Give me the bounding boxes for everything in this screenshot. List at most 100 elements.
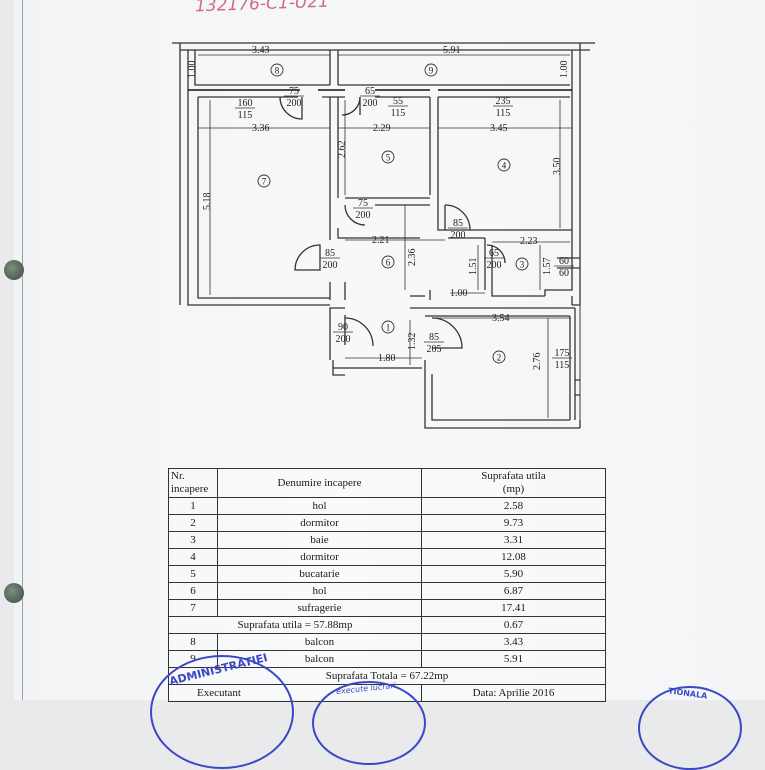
dim-room1-height: 1.32: [407, 333, 418, 351]
room-marker-number: 7: [262, 177, 267, 187]
balcony-area: 3.43: [421, 633, 606, 651]
opening-width: 60: [559, 256, 569, 267]
opening-width: 75: [289, 86, 299, 97]
room-marker-circle: [497, 158, 511, 172]
useful-extra: 0.67: [421, 616, 606, 634]
room-name: sufragerie: [217, 599, 422, 617]
dim-room6-width: 2.21: [372, 235, 390, 246]
room-marker-number: 3: [520, 260, 525, 270]
opening-width: 55: [393, 96, 403, 107]
opening-width: 160: [238, 98, 253, 109]
opening-height: 115: [555, 360, 570, 371]
room-area: 5.90: [421, 565, 606, 583]
punch-hole-bottom: [4, 583, 24, 603]
useful-total: Suprafata utila = 57.88mp: [168, 616, 422, 634]
balcony-nr: 8: [168, 633, 218, 651]
stamp-middle: [312, 681, 426, 765]
room-marker-number: 4: [502, 161, 507, 171]
room-marker-number: 2: [497, 353, 502, 363]
room-name: dormitor: [217, 548, 422, 566]
punch-hole-top: [4, 260, 24, 280]
opening-width: 75: [358, 198, 368, 209]
floor-plan: 3.43 5.91 1.00 1.00 3.36 5.18 2.29 2.62 …: [172, 42, 595, 429]
room-marker-circle: [381, 320, 395, 334]
room-nr: 7: [168, 599, 218, 617]
dim-room3-bottom: 1.00: [450, 288, 468, 299]
header-area: Suprafata utila(mp): [421, 468, 606, 498]
date-cell: Data: Aprilie 2016: [421, 684, 606, 702]
header-name: Denumire incapere: [217, 468, 422, 498]
room-name: dormitor: [217, 514, 422, 532]
room-area: 9.73: [421, 514, 606, 532]
room-area: 6.87: [421, 582, 606, 600]
room-name: hol: [217, 497, 422, 515]
opening-width: 90: [338, 322, 348, 333]
dim-room3-width: 2.23: [520, 236, 538, 247]
opening-height: 115: [496, 108, 511, 119]
header-nr: Nr.incapere: [168, 468, 218, 498]
room-marker-number: 6: [386, 258, 391, 268]
opening-width: 235: [496, 96, 511, 107]
margin-line: [22, 0, 23, 700]
room-marker-circle: [515, 257, 529, 271]
opening-width: 175: [555, 348, 570, 359]
opening-height: 200: [451, 230, 466, 241]
opening-height: 200: [487, 260, 502, 271]
opening-width: 85: [325, 248, 335, 259]
opening-height: 200: [287, 98, 302, 109]
dim-room7-height: 5.18: [202, 193, 213, 211]
opening-height: 205: [427, 344, 442, 355]
dim-room2-height: 2.76: [532, 353, 543, 371]
room-area-table: Nr.incapere Denumire incapere Suprafata …: [168, 468, 606, 702]
room-area: 2.58: [421, 497, 606, 515]
dim-room7-width: 3.36: [252, 123, 270, 134]
opening-height: 200: [363, 98, 378, 109]
room-marker-circle: [381, 255, 395, 269]
dim-balcony8-depth: 1.00: [187, 61, 198, 79]
dim-room5-width: 2.29: [373, 123, 391, 134]
room-marker-number: 9: [429, 66, 434, 76]
room-name: baie: [217, 531, 422, 549]
opening-width: 85: [453, 218, 463, 229]
room-marker-circle: [270, 63, 284, 77]
opening-width: 65: [365, 86, 375, 97]
room-marker-circle: [492, 350, 506, 364]
room-marker-circle: [424, 63, 438, 77]
dim-room2-width: 3.54: [492, 313, 510, 324]
dim-room4-width: 3.45: [490, 123, 508, 134]
dim-balcony9-width: 5.91: [443, 45, 461, 56]
balcony-area: 5.91: [421, 650, 606, 668]
room-nr: 4: [168, 548, 218, 566]
opening-height: 200: [323, 260, 338, 271]
opening-width: 65: [489, 248, 499, 259]
opening-height: 200: [336, 334, 351, 345]
opening-height: 115: [391, 108, 406, 119]
room-nr: 1: [168, 497, 218, 515]
balcony-name: balcon: [217, 633, 422, 651]
dim-room3-height-b: 1.57: [542, 258, 553, 276]
dim-balcony8-width: 3.43: [252, 45, 270, 56]
room-marker-circle: [381, 150, 395, 164]
room-nr: 3: [168, 531, 218, 549]
dim-room5-height: 2.62: [337, 141, 348, 159]
room-name: bucatarie: [217, 565, 422, 583]
room-area: 3.31: [421, 531, 606, 549]
room-nr: 6: [168, 582, 218, 600]
room-nr: 5: [168, 565, 218, 583]
room-marker-circle: [257, 174, 271, 188]
room-name: hol: [217, 582, 422, 600]
dim-room3-height-a: 1.51: [468, 258, 479, 276]
room-marker-number: 5: [386, 153, 391, 163]
dim-room6-height: 2.36: [407, 249, 418, 267]
room-marker-number: 1: [386, 323, 391, 333]
dim-room4-height: 3.50: [552, 158, 563, 176]
